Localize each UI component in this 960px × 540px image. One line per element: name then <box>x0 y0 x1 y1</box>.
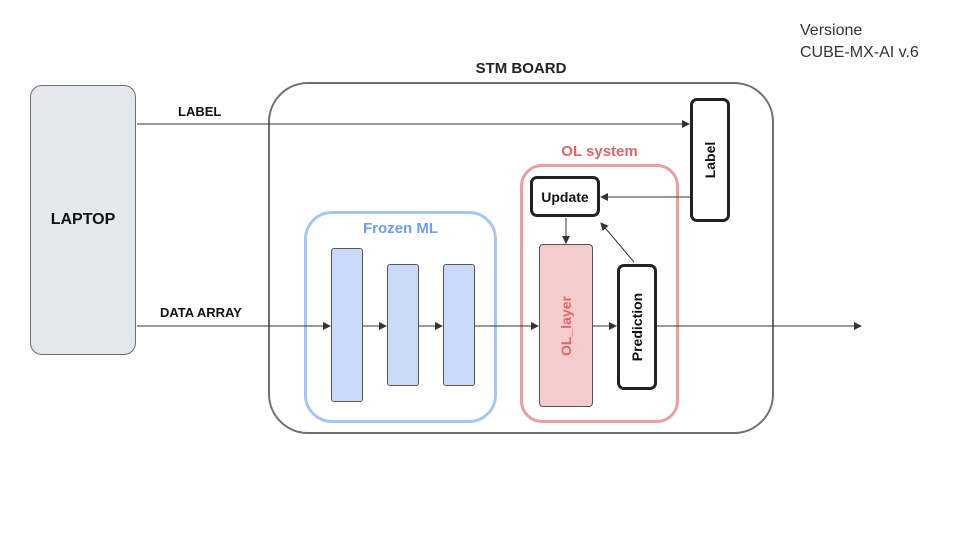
frozen-ml-title: Frozen ML <box>363 220 438 237</box>
version-line-1: Versione <box>800 22 863 39</box>
laptop-box: LAPTOP <box>30 85 136 355</box>
ol-system-group <box>520 164 679 423</box>
data-array-edge-label: DATA ARRAY <box>160 305 242 320</box>
arrow-prediction-to-update <box>600 222 635 263</box>
frozen-layer-1 <box>331 248 363 402</box>
update-box: Update <box>530 176 600 217</box>
prediction-box: Prediction <box>617 264 657 390</box>
ol-layer-box: OL_layer <box>539 244 593 407</box>
laptop-label: LAPTOP <box>50 211 116 228</box>
label-box: Label <box>690 98 730 222</box>
label-edge-label: LABEL <box>178 104 222 119</box>
update-label: Update <box>541 188 589 205</box>
version-note: Versione CUBE-MX-AI v.6 <box>800 20 919 64</box>
frozen-layer-2 <box>387 264 419 386</box>
version-line-2: CUBE-MX-AI v.6 <box>800 44 919 61</box>
frozen-layer-3 <box>443 264 475 386</box>
ol-system-title: OL system <box>561 143 638 160</box>
board-title: STM BOARD <box>475 60 567 77</box>
frozen-ml-group <box>304 211 497 423</box>
stm-board <box>268 82 774 434</box>
